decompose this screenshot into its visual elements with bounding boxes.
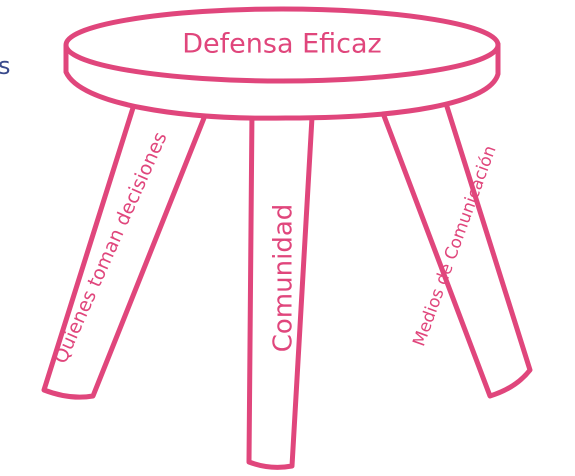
center-leg [246,97,316,470]
right-leg [375,91,533,399]
cropped-edge-text: s [0,52,11,80]
stool-seat-top [63,6,501,84]
seat-label: Defensa Eficaz [182,29,381,60]
left-leg [41,89,211,400]
center-leg-label: Comunidad [269,204,299,353]
